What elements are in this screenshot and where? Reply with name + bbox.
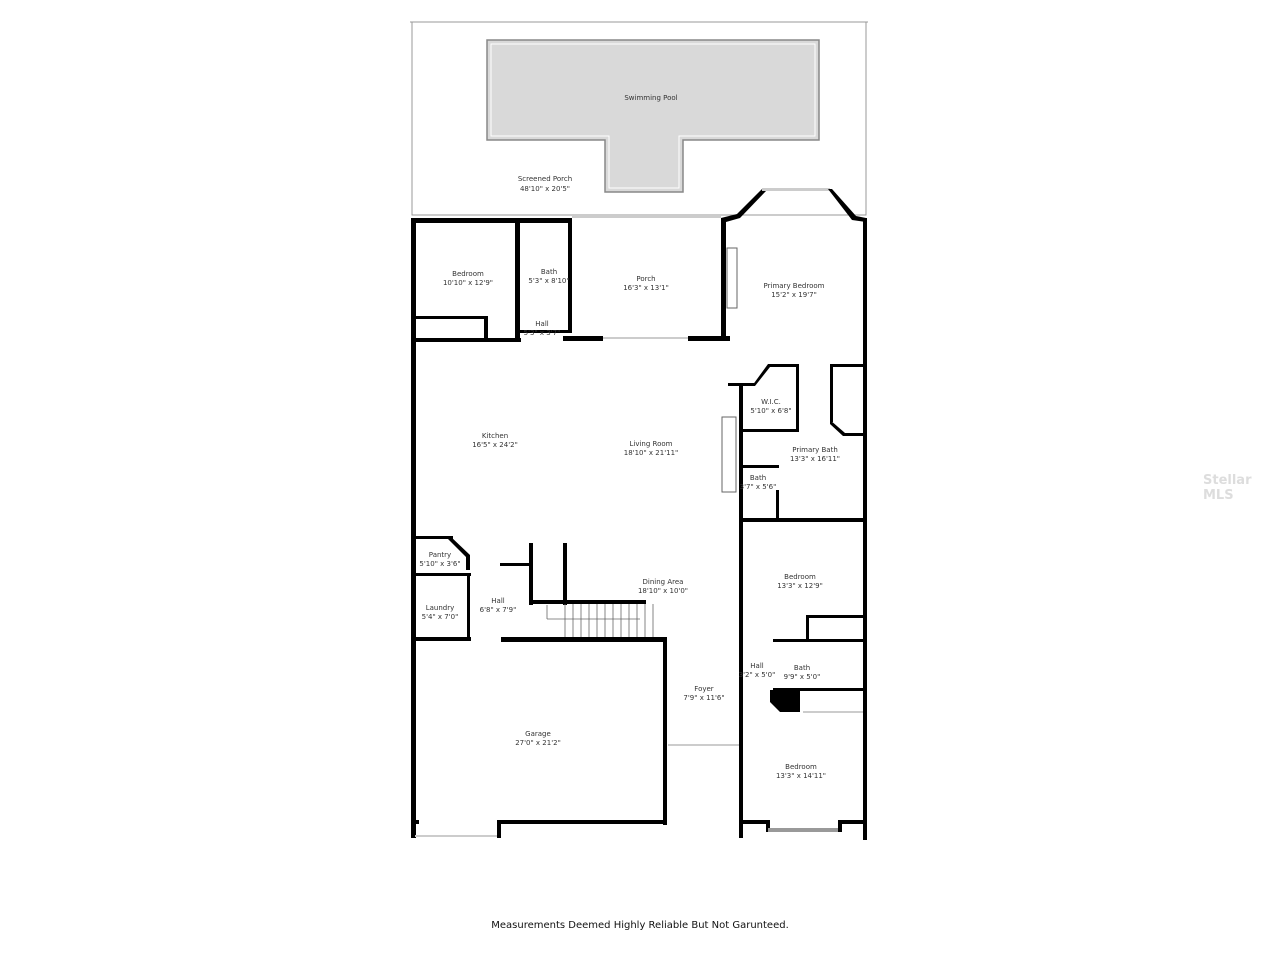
walls bbox=[411, 188, 867, 840]
primary-bath-size: 13'3" x 16'11" bbox=[790, 455, 840, 463]
screened-porch-label: Screened Porch bbox=[518, 175, 572, 183]
bath3-label: Bath bbox=[794, 664, 810, 672]
hall3-size: 3'2" x 5'0" bbox=[739, 671, 776, 679]
bath2-size: 3'7" x 5'6" bbox=[740, 483, 777, 491]
dining-size: 18'10" x 10'0" bbox=[638, 587, 688, 595]
pantry-label: Pantry bbox=[429, 551, 451, 559]
swimming-pool bbox=[486, 39, 820, 193]
bath3-size: 9'9" x 5'0" bbox=[784, 673, 821, 681]
disclaimer-footer: Measurements Deemed Highly Reliable But … bbox=[491, 920, 789, 931]
hall2-size: 6'8" x 7'9" bbox=[480, 606, 517, 614]
hall1-size: 5'3" x 3'7" bbox=[524, 329, 561, 337]
laundry-label: Laundry bbox=[426, 604, 455, 612]
garage-label: Garage bbox=[525, 730, 551, 738]
bedroom3-label: Bedroom bbox=[785, 763, 817, 771]
kitchen-label: Kitchen bbox=[482, 432, 508, 440]
fireplace bbox=[721, 247, 738, 493]
pool-label: Swimming Pool bbox=[624, 94, 677, 102]
pantry-size: 5'10" x 3'6" bbox=[419, 560, 460, 568]
dining-label: Dining Area bbox=[643, 578, 684, 586]
porch-label: Porch bbox=[636, 275, 655, 283]
garage-size: 27'0" x 21'2" bbox=[515, 739, 561, 747]
screened-porch-outline bbox=[410, 21, 868, 216]
hall1-label: Hall bbox=[535, 320, 548, 328]
room-labels: Swimming Pool Screened Porch 48'10" x 20… bbox=[419, 94, 840, 780]
bath1-label: Bath bbox=[541, 268, 557, 276]
watermark: Stellar MLS bbox=[1203, 473, 1252, 503]
screened-porch-size: 48'10" x 20'5" bbox=[520, 185, 570, 193]
bedroom1-size: 10'10" x 12'9" bbox=[443, 279, 493, 287]
foyer-label: Foyer bbox=[694, 685, 714, 693]
porch-size: 16'3" x 13'1" bbox=[623, 284, 669, 292]
bedroom3-size: 13'3" x 14'11" bbox=[776, 772, 826, 780]
hall3-label: Hall bbox=[750, 662, 763, 670]
primary-bedroom-size: 15'2" x 19'7" bbox=[771, 291, 817, 299]
staircase bbox=[546, 604, 654, 637]
bedroom2-size: 13'3" x 12'9" bbox=[777, 582, 823, 590]
living-size: 18'10" x 21'11" bbox=[624, 449, 679, 457]
bath1-size: 5'3" x 8'10" bbox=[528, 277, 569, 285]
living-label: Living Room bbox=[630, 440, 673, 448]
wic-size: 5'10" x 6'8" bbox=[750, 407, 791, 415]
primary-bedroom-label: Primary Bedroom bbox=[764, 282, 825, 290]
hall2-label: Hall bbox=[491, 597, 504, 605]
laundry-size: 5'4" x 7'0" bbox=[422, 613, 459, 621]
bedroom2-label: Bedroom bbox=[784, 573, 816, 581]
bedroom1-label: Bedroom bbox=[452, 270, 484, 278]
kitchen-size: 16'5" x 24'2" bbox=[472, 441, 518, 449]
bath2-label: Bath bbox=[750, 474, 766, 482]
wic-label: W.I.C. bbox=[761, 398, 781, 406]
foyer-size: 7'9" x 11'6" bbox=[683, 694, 724, 702]
primary-bath-label: Primary Bath bbox=[792, 446, 838, 454]
